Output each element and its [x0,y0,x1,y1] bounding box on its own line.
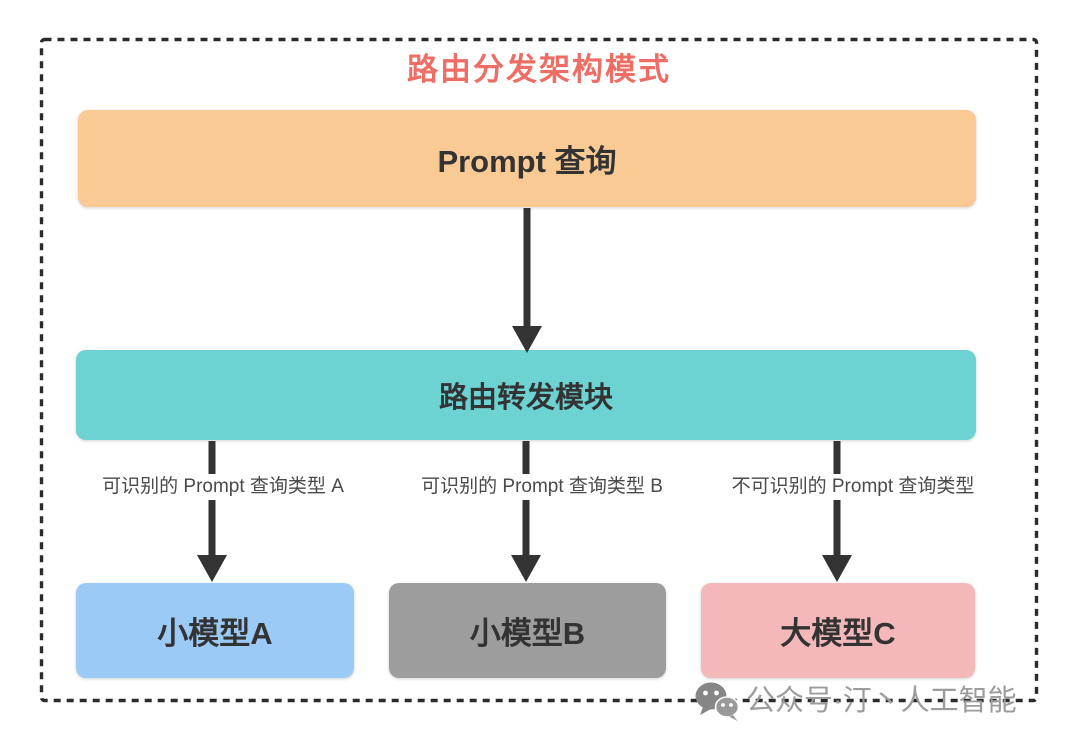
watermark: 公众号·汀丶人工智能 [694,680,1017,722]
wechat-icon [695,682,740,721]
arrow-router-to-model-b [511,441,541,582]
small-model-a-node-label: 小模型A [157,616,273,651]
small-model-a-node: 小模型A [76,583,354,678]
large-model-c-node: 大模型C [701,583,975,678]
router-module-node-label: 路由转发模块 [438,382,613,414]
edge-label-query-type-b: 可识别的 Prompt 查询类型 B [416,474,668,500]
prompt-query-node: Prompt 查询 [78,110,976,207]
small-model-b-node-label: 小模型B [469,616,586,651]
page-title: 路由分发架构模式 [407,52,671,87]
small-model-b-node: 小模型B [389,583,666,678]
edge-label-query-type-unrecognized: 不可识别的 Prompt 查询类型 [726,474,980,500]
arrow-router-to-model-c [822,441,852,582]
large-model-c-node-label: 大模型C [780,616,896,651]
arrow-router-to-model-a [197,441,227,582]
router-module-node: 路由转发模块 [76,350,976,440]
edge-label-query-type-a: 可识别的 Prompt 查询类型 A [97,474,349,500]
prompt-query-node-label: Prompt 查询 [437,144,617,179]
arrow-prompt-to-router [512,208,542,353]
watermark-text: 公众号·汀丶人工智能 [746,685,1017,717]
